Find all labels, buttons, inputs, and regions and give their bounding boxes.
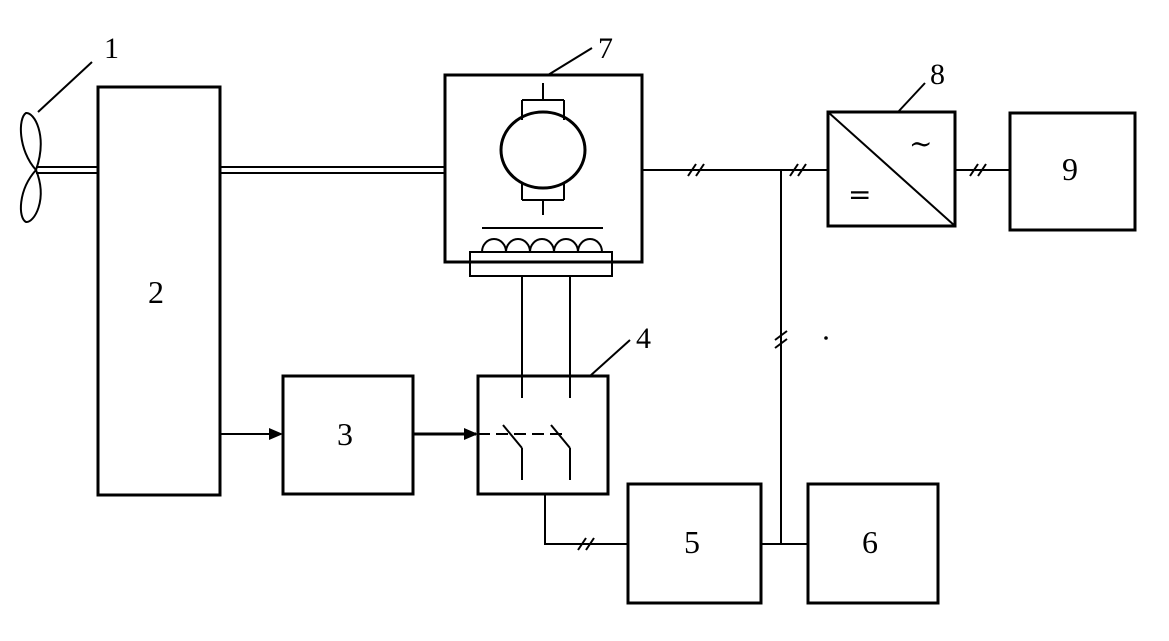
field-coil-icon bbox=[469, 227, 613, 277]
three-phase-tick bbox=[695, 163, 705, 177]
three-phase-tick bbox=[687, 163, 697, 177]
controller-label: 3 bbox=[337, 416, 353, 452]
three-phase-tick bbox=[789, 163, 799, 177]
motor-leader-line bbox=[547, 47, 593, 76]
block-6-label: 6 bbox=[862, 524, 878, 560]
dc-symbol: = bbox=[848, 178, 871, 211]
switch-to-block5-line bbox=[544, 494, 628, 545]
block-9 bbox=[1008, 111, 1137, 232]
inverter-label: 8 bbox=[930, 58, 945, 91]
three-phase-tick bbox=[977, 163, 987, 177]
fan-leader-line bbox=[37, 61, 93, 113]
three-phase-tick bbox=[774, 330, 788, 341]
switch-leader-line bbox=[589, 339, 631, 377]
switch-label: 4 bbox=[636, 322, 651, 355]
inverter-leader-line bbox=[897, 82, 926, 113]
inverter-diagonal bbox=[827, 111, 956, 227]
gearbox-block bbox=[96, 85, 222, 497]
fan-icon bbox=[19, 112, 98, 223]
three-phase-tick bbox=[969, 163, 979, 177]
block-5 bbox=[626, 482, 763, 605]
switch-contacts-icon bbox=[478, 376, 571, 480]
ac-symbol: ~ bbox=[909, 127, 932, 160]
controller-block bbox=[281, 374, 415, 496]
stray-dot bbox=[824, 336, 828, 340]
motor-label: 7 bbox=[598, 32, 613, 65]
motor-block bbox=[443, 73, 644, 264]
gearbox-label: 2 bbox=[148, 274, 164, 310]
three-phase-tick bbox=[797, 163, 807, 177]
three-phase-tick bbox=[585, 537, 595, 551]
three-phase-tick bbox=[577, 537, 587, 551]
block-9-label: 9 bbox=[1062, 151, 1078, 187]
motor-icon bbox=[499, 83, 587, 215]
block-5-label: 5 bbox=[684, 524, 700, 560]
three-phase-tick bbox=[774, 338, 788, 349]
fan-label: 1 bbox=[104, 32, 119, 65]
